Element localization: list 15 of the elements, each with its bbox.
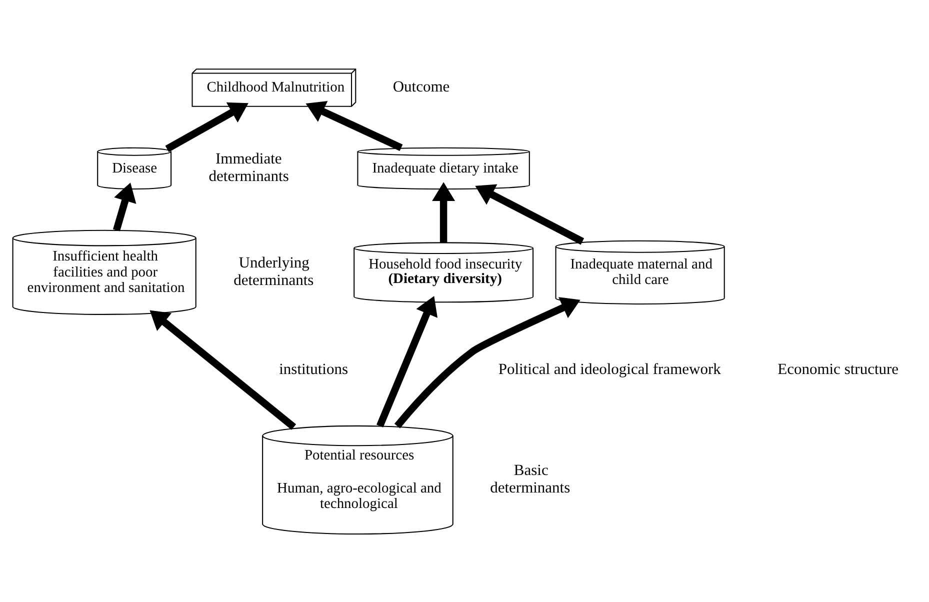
- arrow: [432, 182, 456, 242]
- label: Outcome: [392, 78, 450, 95]
- label: institutions: [279, 360, 348, 378]
- label: Underlying determinants: [234, 254, 314, 288]
- arrow: [306, 100, 403, 151]
- arrow: [376, 296, 438, 427]
- arrow: [165, 102, 248, 152]
- label: Economic structure: [778, 360, 899, 378]
- arrow: [112, 182, 136, 231]
- label: Basic determinants: [490, 461, 570, 496]
- arrow: [394, 296, 580, 428]
- label: Political and ideological framework: [498, 360, 721, 378]
- arrow: [475, 184, 584, 244]
- label: Immediate determinants: [208, 150, 289, 184]
- arrow: [150, 310, 296, 430]
